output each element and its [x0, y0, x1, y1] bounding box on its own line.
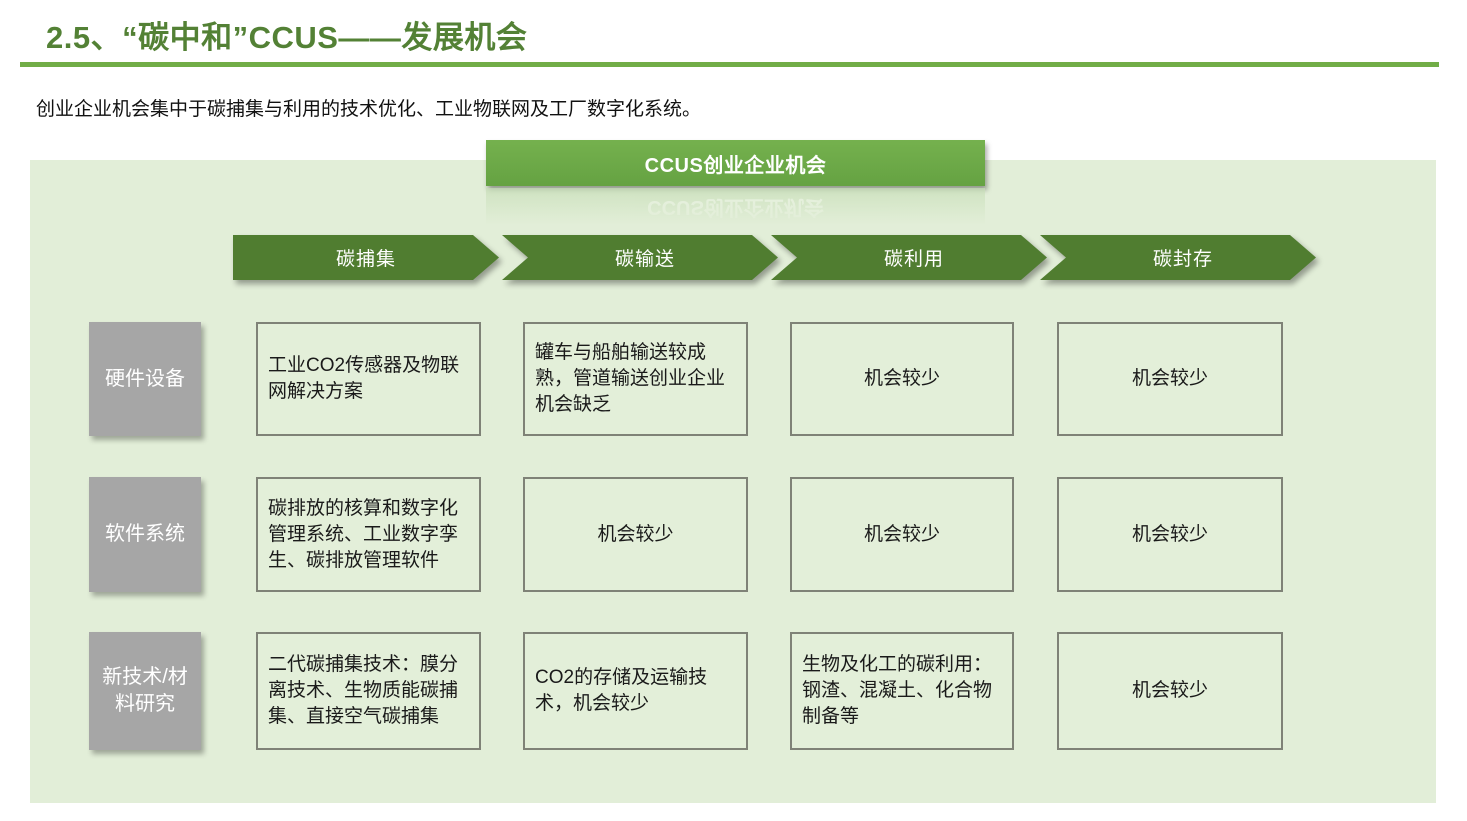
cell-text: 机会较少 [1131, 680, 1208, 701]
stage-arrow-carbon-capture: 碳捕集 [233, 235, 499, 280]
stage-arrow-shape: 碳捕集 [233, 235, 499, 280]
stage-arrow-carbon-utilization: 碳利用 [771, 235, 1037, 280]
matrix-cell-newtech-capture: 二代碳捕集技术：膜分离技术、生物质能碳捕集、直接空气碳捕集 [256, 632, 481, 750]
row-label-new-tech-materials: 新技术/材料研究 [89, 632, 201, 750]
stage-arrow-carbon-transport: 碳输送 [502, 235, 768, 280]
matrix-cell-software-utilization: 机会较少 [790, 477, 1014, 592]
stage-arrow-shape: 碳利用 [771, 235, 1047, 280]
page-title: 2.5、“碳中和”CCUS——发展机会 [46, 20, 528, 55]
cell-text: 碳排放的核算和数字化管理系统、工业数字孪生、碳排放管理软件 [268, 497, 459, 571]
stage-arrow-label: 碳输送 [614, 249, 675, 270]
stage-arrow-shape: 碳输送 [502, 235, 778, 280]
title-underline [20, 62, 1439, 67]
matrix-cell-newtech-storage: 机会较少 [1057, 632, 1283, 750]
matrix-cell-hardware-capture: 工业CO2传感器及物联网解决方案 [256, 322, 481, 436]
matrix-cell-hardware-storage: 机会较少 [1057, 322, 1283, 436]
matrix-cell-newtech-transport: CO2的存储及运输技术，机会较少 [523, 632, 748, 750]
cell-text: 二代碳捕集技术：膜分离技术、生物质能碳捕集、直接空气碳捕集 [268, 654, 459, 727]
matrix-cell-hardware-utilization: 机会较少 [790, 322, 1014, 436]
matrix-cell-newtech-utilization: 生物及化工的碳利用：钢渣、混凝土、化合物制备等 [790, 632, 1014, 750]
cell-text: 机会较少 [1131, 523, 1208, 545]
cell-text: 机会较少 [1131, 368, 1208, 389]
stage-arrow-carbon-storage: 碳封存 [1040, 235, 1306, 280]
row-label-software: 软件系统 [89, 477, 201, 592]
matrix-cell-hardware-transport: 罐车与船舶输送较成熟，管道输送创业企业机会缺乏 [523, 322, 748, 436]
stage-arrow-label: 碳封存 [1152, 249, 1213, 270]
slide-subtitle: 创业企业机会集中于碳捕集与利用的技术优化、工业物联网及工厂数字化系统。 [36, 99, 702, 120]
banner-label: CCUS创业企业机会 [644, 154, 827, 177]
stage-arrow-label: 碳利用 [883, 249, 944, 270]
stage-arrow-shape: 碳封存 [1040, 235, 1316, 280]
cell-text: 工业CO2传感器及物联网解决方案 [268, 355, 460, 402]
cell-text: 机会较少 [863, 368, 940, 389]
cell-text: 生物及化工的碳利用：钢渣、混凝土、化合物制备等 [802, 654, 993, 727]
matrix-cell-software-transport: 机会较少 [523, 477, 748, 592]
stage-arrow-label: 碳捕集 [335, 249, 396, 270]
matrix-cell-software-capture: 碳排放的核算和数字化管理系统、工业数字孪生、碳排放管理软件 [256, 477, 481, 592]
cell-text: 罐车与船舶输送较成熟，管道输送创业企业机会缺乏 [535, 342, 726, 415]
cell-text: 机会较少 [863, 523, 940, 545]
cell-text: CO2的存储及运输技术，机会较少 [535, 667, 708, 714]
row-label-hardware: 硬件设备 [89, 322, 201, 436]
banner-reflection: CCUS创业企业机会 [486, 188, 985, 232]
banner-reflection-text: CCUS创业企业机会 [486, 188, 985, 232]
matrix-cell-software-storage: 机会较少 [1057, 477, 1283, 592]
cell-text: 机会较少 [597, 523, 674, 545]
banner: CCUS创业企业机会 [486, 140, 985, 186]
